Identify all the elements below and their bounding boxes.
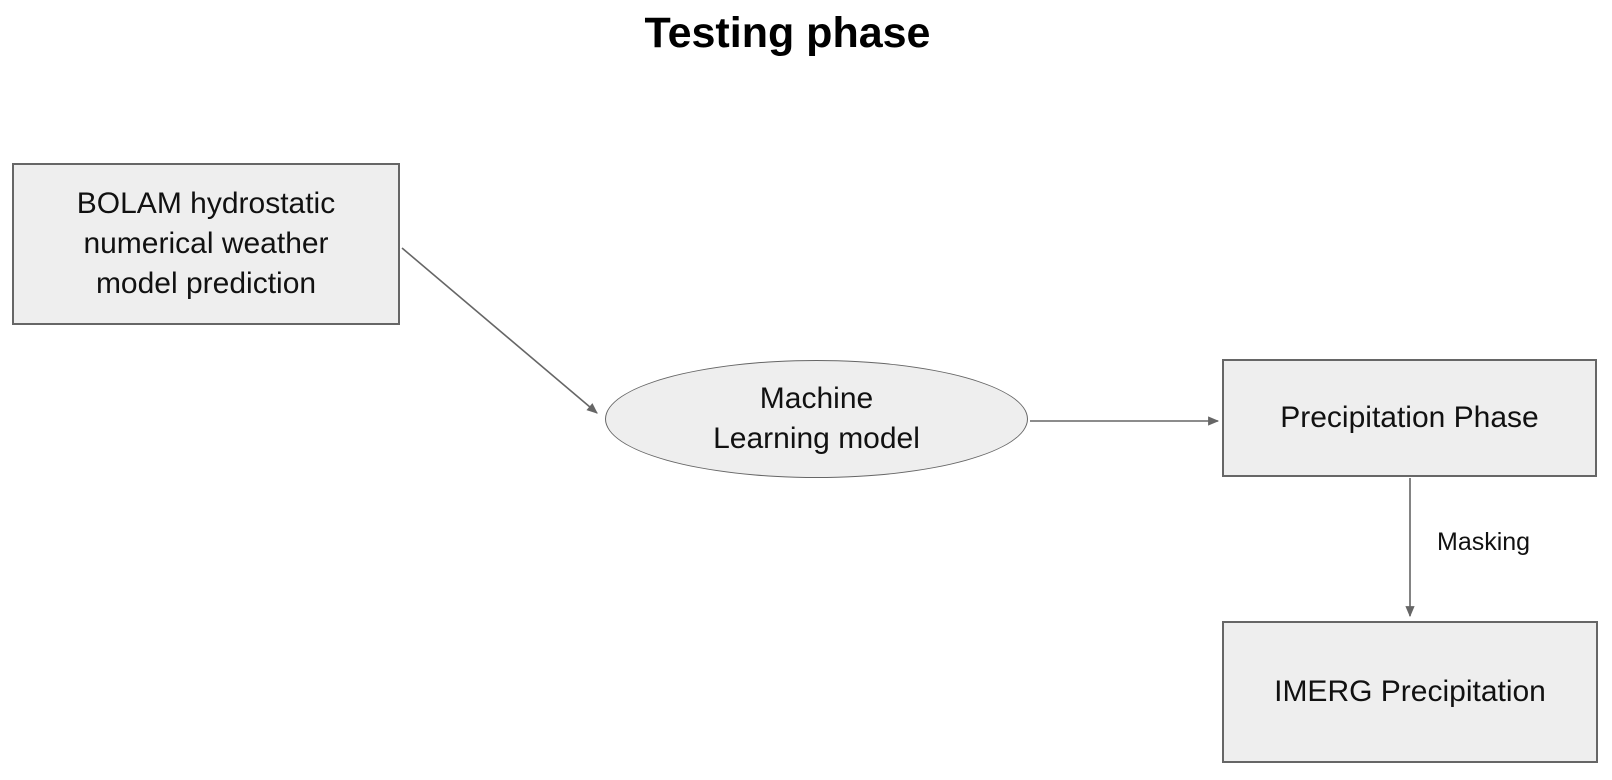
node-imerg-precipitation-label: IMERG Precipitation: [1274, 675, 1546, 708]
node-imerg-precipitation: IMERG Precipitation: [1222, 621, 1598, 763]
edge-bolam-to-ml-model: [401, 247, 598, 414]
node-precipitation-phase-label: Precipitation Phase: [1280, 401, 1539, 434]
node-bolam-prediction: BOLAM hydrostatic numerical weather mode…: [12, 163, 400, 325]
node-bolam-label: BOLAM hydrostatic numerical weather mode…: [76, 187, 336, 300]
node-machine-learning-model: Machine Learning model: [605, 360, 1028, 478]
node-machine-learning-label: Machine Learning model: [713, 382, 920, 455]
node-precipitation-phase: Precipitation Phase: [1222, 359, 1597, 477]
edge-label-masking: Masking: [1437, 528, 1531, 556]
diagram-title: Testing phase: [644, 9, 931, 57]
